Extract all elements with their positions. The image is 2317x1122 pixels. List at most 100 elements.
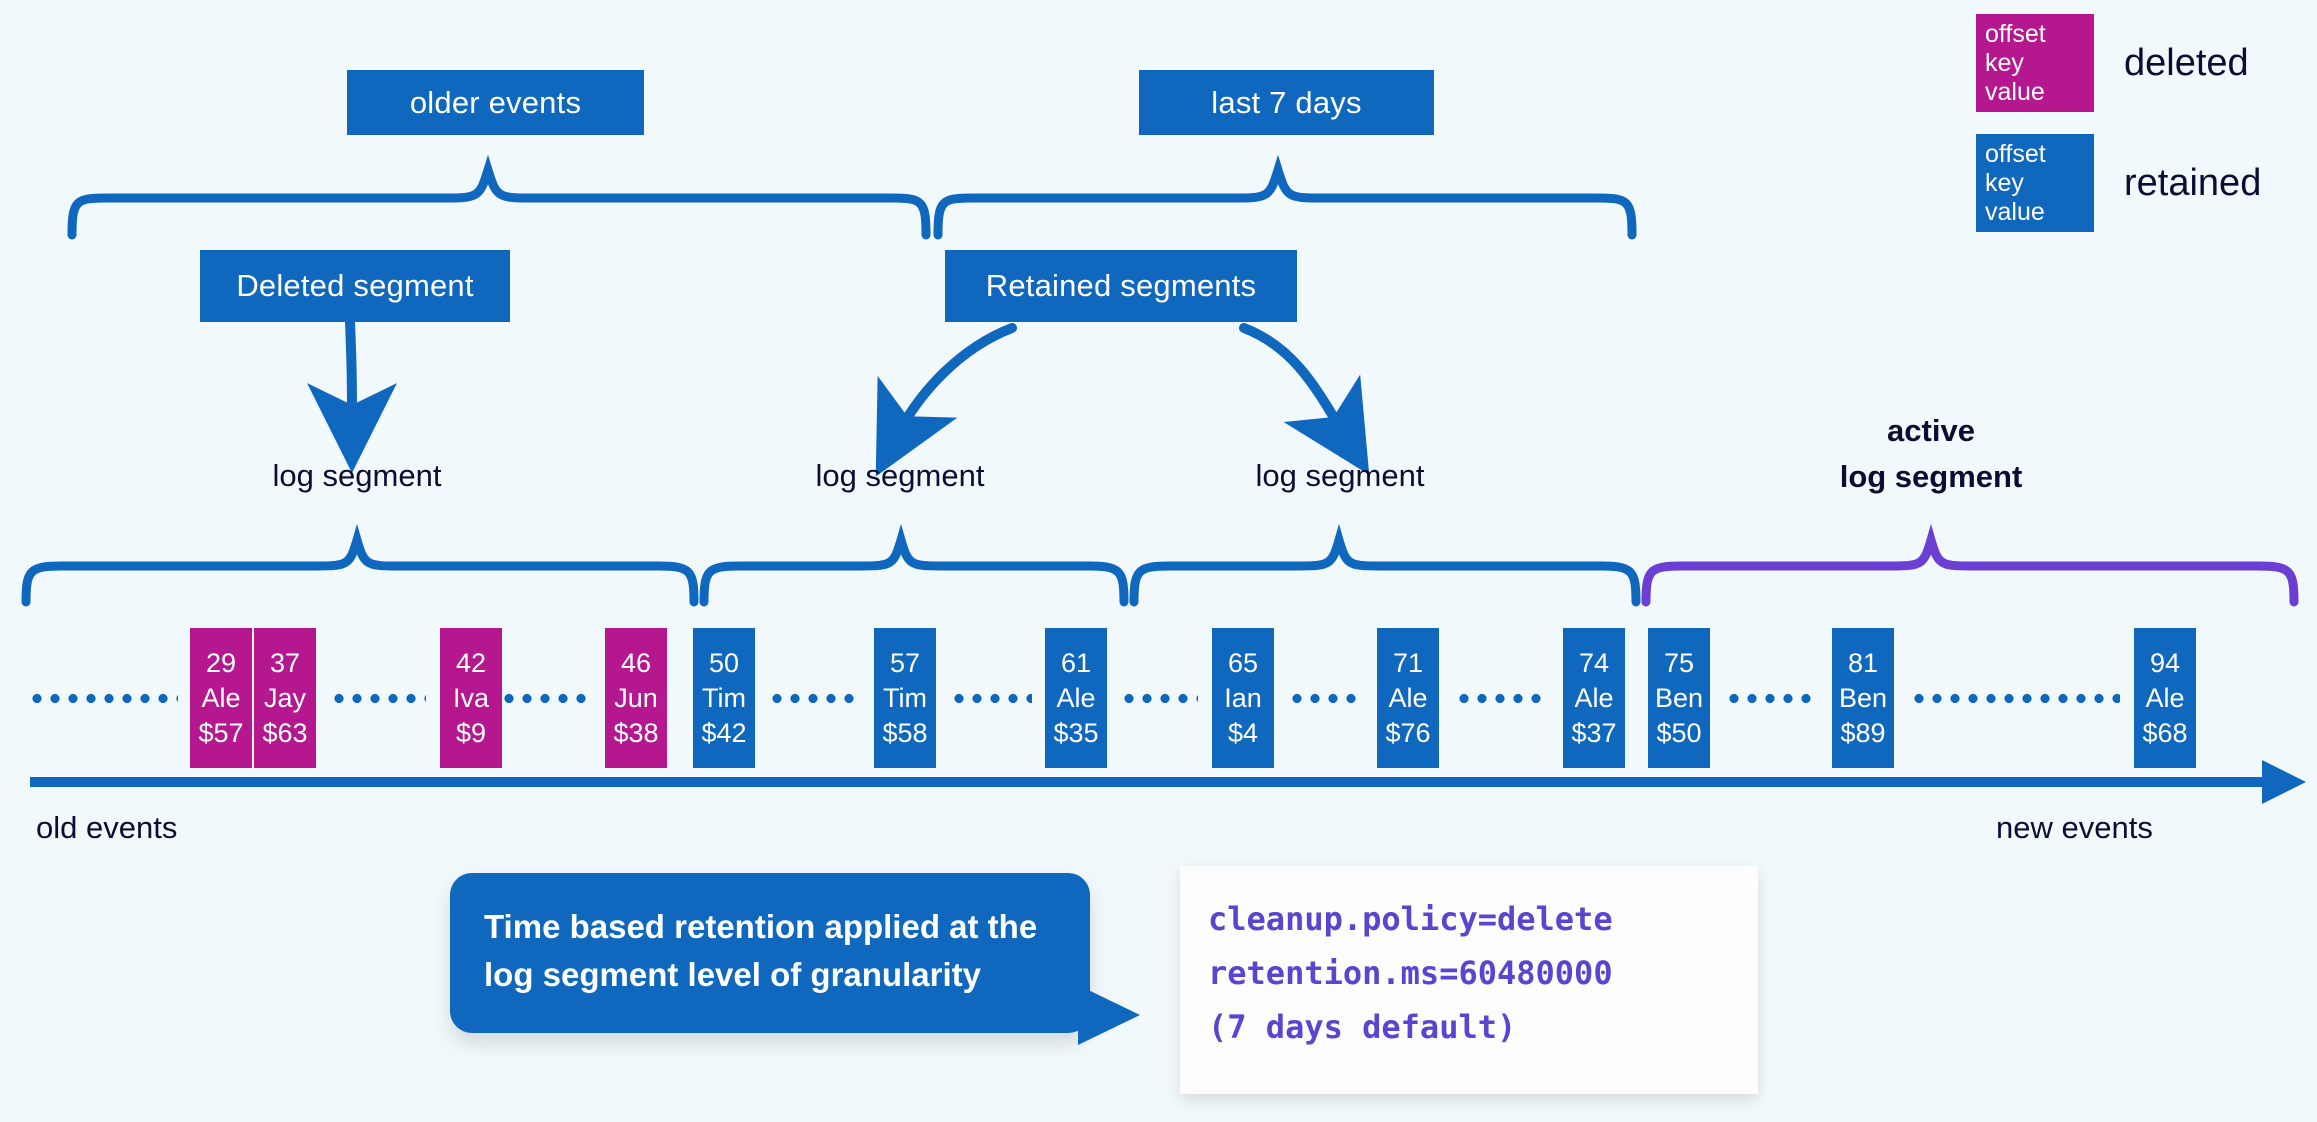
dot-run	[1120, 694, 1198, 703]
caption-log-segment-2: log segment	[785, 458, 1015, 494]
event-value: $9	[455, 717, 487, 748]
event-offset: 74	[1578, 647, 1610, 678]
legend-label-retained: retained	[2124, 161, 2262, 204]
arrow-retained-segment-left	[875, 323, 1017, 477]
event-key: Ben	[1654, 682, 1704, 713]
arrow-deleted-segment	[306, 317, 397, 474]
caption-log-segment-1: log segment	[242, 458, 472, 494]
caption-active-label: active	[1887, 413, 1975, 448]
event-offset: 75	[1663, 647, 1695, 678]
code-line-1: cleanup.policy=delete	[1208, 900, 1613, 938]
chip-retained-segments-label: Retained segments	[985, 268, 1257, 303]
legend-swatch-deleted-key: key	[1985, 48, 2024, 77]
dot-run	[950, 694, 1032, 703]
timeline-arrowhead	[2262, 760, 2306, 804]
code-panel: cleanup.policy=delete retention.ms=60480…	[1180, 866, 1758, 1094]
chip-last-7-days-label: last 7 days	[1211, 84, 1362, 120]
legend-swatch-retained-key: key	[1985, 168, 2024, 197]
event-key: Jay	[263, 682, 307, 713]
event-offset: 29	[205, 647, 237, 678]
event-key: Ale	[1574, 682, 1614, 713]
event-key: Ale	[201, 682, 241, 713]
chip-retained-segments[interactable]: Retained segments	[945, 250, 1297, 322]
event-offset: 42	[455, 647, 487, 678]
legend-row-deleted: offset key value deleted	[1976, 14, 2261, 112]
event-offset: 50	[708, 647, 740, 678]
chip-last-7-days[interactable]: last 7 days	[1139, 70, 1434, 135]
event-value: $4	[1227, 717, 1259, 748]
axis-label-old-events-text: old events	[36, 810, 178, 845]
event-key: Ale	[2145, 682, 2185, 713]
caption-active-log-segment-label: log segment	[1839, 459, 2023, 494]
caption-active-log-segment: active log segment	[1761, 408, 2101, 500]
legend: offset key value deleted offset key valu…	[1976, 14, 2261, 254]
dot-run	[1455, 694, 1549, 703]
event-key: Jun	[614, 682, 658, 713]
event-key: Iva	[452, 682, 490, 713]
dot-run	[1725, 694, 1817, 703]
axis-label-old-events: old events	[36, 810, 177, 846]
dot-run	[768, 694, 860, 703]
brace-older-events	[67, 154, 931, 240]
brace-log-segment-3	[1129, 523, 1641, 607]
legend-swatch-deleted-offset: offset	[1985, 19, 2046, 48]
brace-last-7-days	[933, 154, 1637, 240]
dot-run	[1910, 694, 2120, 703]
event-offset: 61	[1060, 647, 1092, 678]
axis-label-new-events-text: new events	[1996, 810, 2153, 845]
event-key: Ale	[1388, 682, 1428, 713]
dot-run	[500, 694, 594, 703]
legend-swatch-retained-value: value	[1985, 197, 2045, 226]
caption-log-segment-3: log segment	[1225, 458, 1455, 494]
event-key: Tim	[702, 682, 746, 713]
event-offset: 81	[1847, 647, 1879, 678]
caption-log-segment-1-label: log segment	[272, 458, 442, 493]
code-line-2: retention.ms=60480000	[1208, 954, 1613, 992]
event-offset: 57	[889, 647, 921, 678]
event-offset: 94	[2149, 647, 2181, 678]
event-value: $35	[1053, 717, 1099, 748]
chip-deleted-segment[interactable]: Deleted segment	[200, 250, 510, 322]
event-value: $58	[882, 717, 928, 748]
event-key: Ale	[1056, 682, 1096, 713]
legend-label-deleted: deleted	[2124, 41, 2249, 84]
dot-run	[1288, 694, 1364, 703]
event-key: Ben	[1838, 682, 1888, 713]
chip-older-events[interactable]: older events	[347, 70, 644, 135]
code-line-3: (7 days default)	[1208, 1008, 1517, 1046]
chip-deleted-segment-label: Deleted segment	[236, 268, 474, 303]
event-offset: 71	[1392, 647, 1424, 678]
event-value: $63	[262, 717, 308, 748]
callout-tail-icon	[1078, 985, 1140, 1045]
dot-run	[28, 694, 178, 703]
event-value: $76	[1385, 717, 1431, 748]
legend-swatch-retained: offset key value	[1976, 134, 2094, 232]
event-value: $68	[2142, 717, 2188, 748]
brace-log-segment-2	[699, 523, 1129, 607]
event-offset: 65	[1227, 647, 1259, 678]
callout-text: Time based retention applied at the log …	[484, 908, 1038, 993]
event-offset: 46	[620, 647, 652, 678]
axis-label-new-events: new events	[1996, 810, 2153, 846]
event-value: $50	[1656, 717, 1702, 748]
caption-log-segment-3-label: log segment	[1255, 458, 1425, 493]
event-key: Ian	[1224, 682, 1262, 713]
legend-row-retained: offset key value retained	[1976, 134, 2261, 232]
dot-run	[330, 694, 426, 703]
caption-log-segment-2-label: log segment	[815, 458, 985, 493]
